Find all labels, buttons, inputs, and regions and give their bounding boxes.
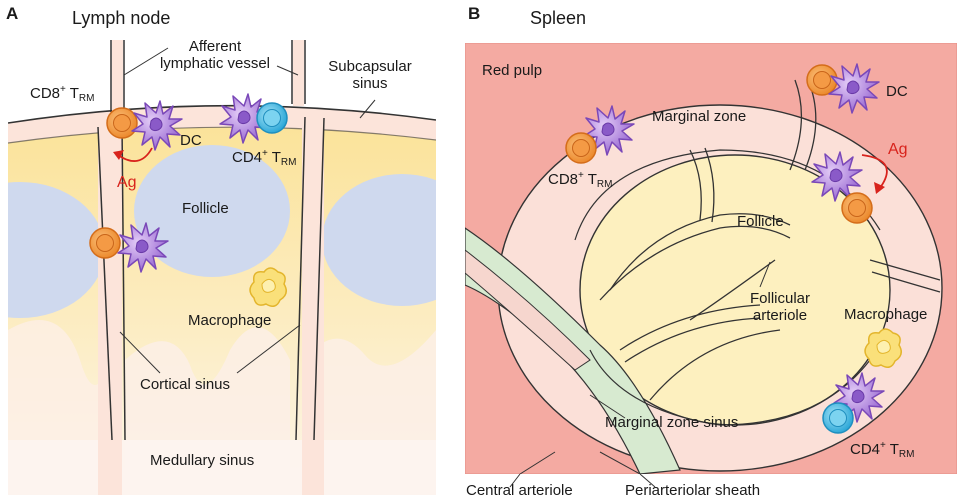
cd8-trm-label-b: CD8+ TRM — [548, 170, 612, 191]
afferent-line-1: Afferent — [188, 38, 242, 55]
cd4-trm-cell-b — [822, 402, 854, 434]
cd8-sub: RM — [78, 93, 95, 104]
periarteriolar-sheath-label: Periarteriolar sheath — [625, 482, 761, 499]
cd8-trm-cell-b — [565, 132, 597, 164]
ag-label-b: Ag — [888, 141, 908, 158]
subcapsular-line-2: sinus — [352, 75, 388, 93]
macrophage-label-b: Macrophage — [844, 306, 928, 323]
afferent-line-2: lymphatic vessel — [159, 55, 271, 73]
afferent-label: Afferent lymphatic vessel — [140, 38, 290, 73]
trm-cell-b1 — [806, 64, 838, 96]
cd8-t-b: T — [583, 171, 597, 188]
follicle-left — [8, 182, 105, 318]
trm-cell-b2 — [841, 192, 873, 224]
cd4-sub-b: RM — [898, 449, 915, 460]
follicle-center — [134, 145, 290, 277]
red-pulp-label: Red pulp — [482, 62, 543, 79]
cd8-t: T — [65, 85, 79, 102]
macrophage-label-a: Macrophage — [188, 312, 272, 329]
cd8-trm-cell-a — [106, 107, 138, 139]
follicular-line-2: arteriole — [752, 307, 808, 325]
dc-label-a: DC — [180, 132, 202, 149]
cd4-sub: RM — [280, 157, 297, 168]
cd4-base: CD4 — [232, 149, 263, 166]
follicular-line-1: Follicular — [749, 290, 810, 307]
dc-label-b: DC — [886, 83, 908, 100]
ag-label-a: Ag — [117, 174, 137, 191]
cd8-trm-label-a: CD8+ TRM — [30, 84, 94, 105]
follicle-right — [322, 174, 436, 306]
follicle-label-a: Follicle — [182, 200, 229, 217]
cd4-sup-b: + — [880, 440, 886, 451]
ag-arrow-a — [117, 147, 153, 162]
cd4-trm-label-b: CD4+ TRM — [850, 440, 914, 461]
panel-a-title: Lymph node — [72, 8, 171, 28]
follicle-label-b: Follicle — [737, 213, 784, 230]
panel-a-letter: A — [6, 4, 19, 23]
follicular-arteriole-label: Follicular arteriole — [740, 290, 820, 325]
cd4-t-b: T — [885, 441, 899, 458]
spleen-panel — [465, 43, 957, 474]
cd8-sup: + — [60, 84, 66, 95]
central-arteriole-label: Central arteriole — [466, 482, 573, 499]
subcapsular-line-1: Subcapsular — [328, 58, 412, 75]
panel-b-title: Spleen — [530, 8, 587, 28]
panel-b-letter: B — [468, 4, 481, 23]
cd8-base: CD8 — [30, 85, 61, 102]
cd4-trm-cell-a — [256, 102, 288, 134]
cd8-sub-b: RM — [596, 179, 613, 190]
cd4-base-b: CD4 — [850, 441, 881, 458]
subcapsular-label: Subcapsular sinus — [325, 58, 415, 93]
cd8-trm-cell-a2 — [89, 227, 121, 259]
mz-sinus-label: Marginal zone sinus — [605, 414, 739, 431]
marginal-zone-label: Marginal zone — [652, 108, 747, 125]
cd8-base-b: CD8 — [548, 171, 579, 188]
cd4-trm-label-a: CD4+ TRM — [232, 148, 296, 169]
cortical-sinus-label: Cortical sinus — [140, 376, 231, 393]
cd4-t: T — [267, 149, 281, 166]
lymph-node-panel — [8, 40, 436, 495]
medullary-sinus-label: Medullary sinus — [150, 452, 255, 469]
ag-arrow-b — [861, 154, 888, 189]
cd4-sup: + — [262, 148, 268, 159]
cd8-sup-b: + — [578, 170, 584, 181]
